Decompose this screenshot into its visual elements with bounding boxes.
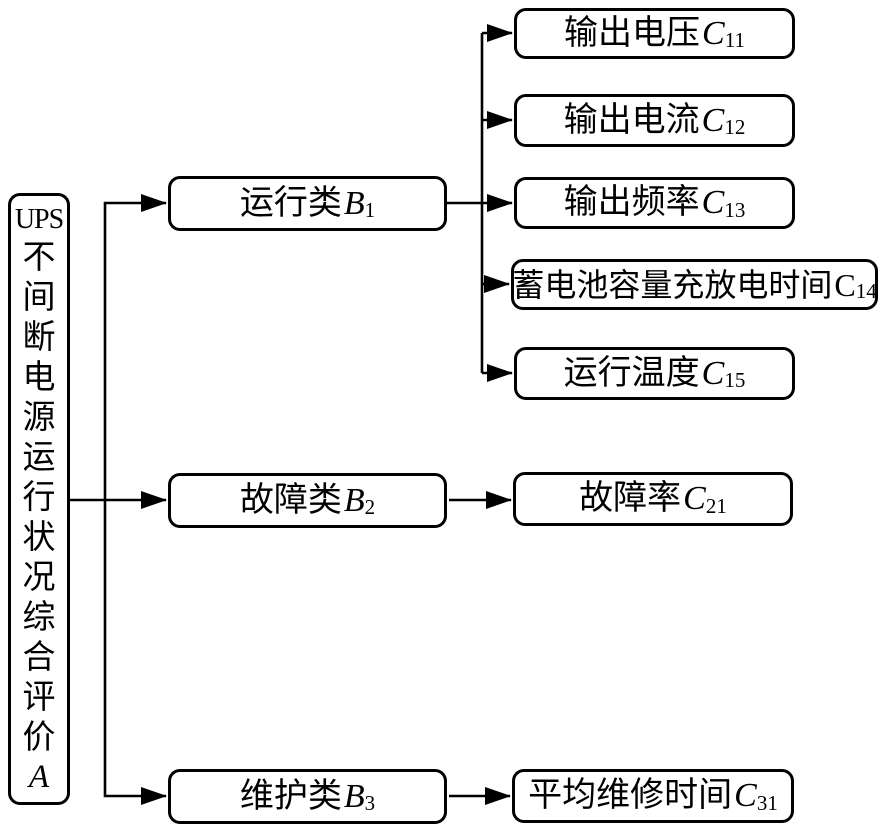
- node-variable: B: [343, 481, 365, 519]
- node-subscript: 31: [756, 790, 778, 815]
- node-variable: C: [701, 101, 725, 139]
- node-subscript: 3: [364, 791, 376, 815]
- node-variable: C: [702, 14, 725, 52]
- node-variable: C: [834, 266, 856, 303]
- node-subscript: 12: [724, 115, 746, 139]
- node-subscript: 13: [724, 197, 746, 222]
- node-variable: B: [343, 184, 365, 222]
- node-label: 输出频率: [563, 184, 700, 221]
- node-variable: C: [701, 184, 725, 221]
- node-label: 运行类: [239, 184, 342, 222]
- node-label: 维护类: [239, 777, 342, 815]
- node-variable: C: [734, 777, 757, 814]
- node-subscript: 15: [724, 368, 746, 392]
- root-variable-label: A: [28, 759, 50, 795]
- node-label: 故障率: [579, 480, 682, 517]
- node-label: 故障类: [239, 481, 342, 519]
- node-label: 运行温度: [563, 354, 700, 392]
- node-subscript: 2: [364, 495, 376, 519]
- node-subscript: 1: [364, 198, 376, 222]
- node-variable: C: [701, 354, 725, 392]
- node-label: 输出电流: [563, 101, 700, 139]
- node-variable: C: [683, 480, 706, 517]
- root-prefix-label: UPS: [14, 204, 64, 235]
- node-subscript: 21: [705, 493, 727, 518]
- node-label: 蓄电池容量充放电时间: [512, 266, 833, 303]
- node-variable: B: [343, 777, 365, 815]
- root-vertical-label: 不间断电源运行状况综合评价: [22, 240, 56, 756]
- node-label: 平均维修时间: [528, 777, 733, 814]
- node-subscript: 14: [855, 279, 877, 303]
- node-subscript: 11: [724, 28, 745, 52]
- node-root-goal: UPS 不间断电源运行状况综合评价 A: [8, 193, 70, 805]
- node-label: 输出电压: [564, 14, 701, 52]
